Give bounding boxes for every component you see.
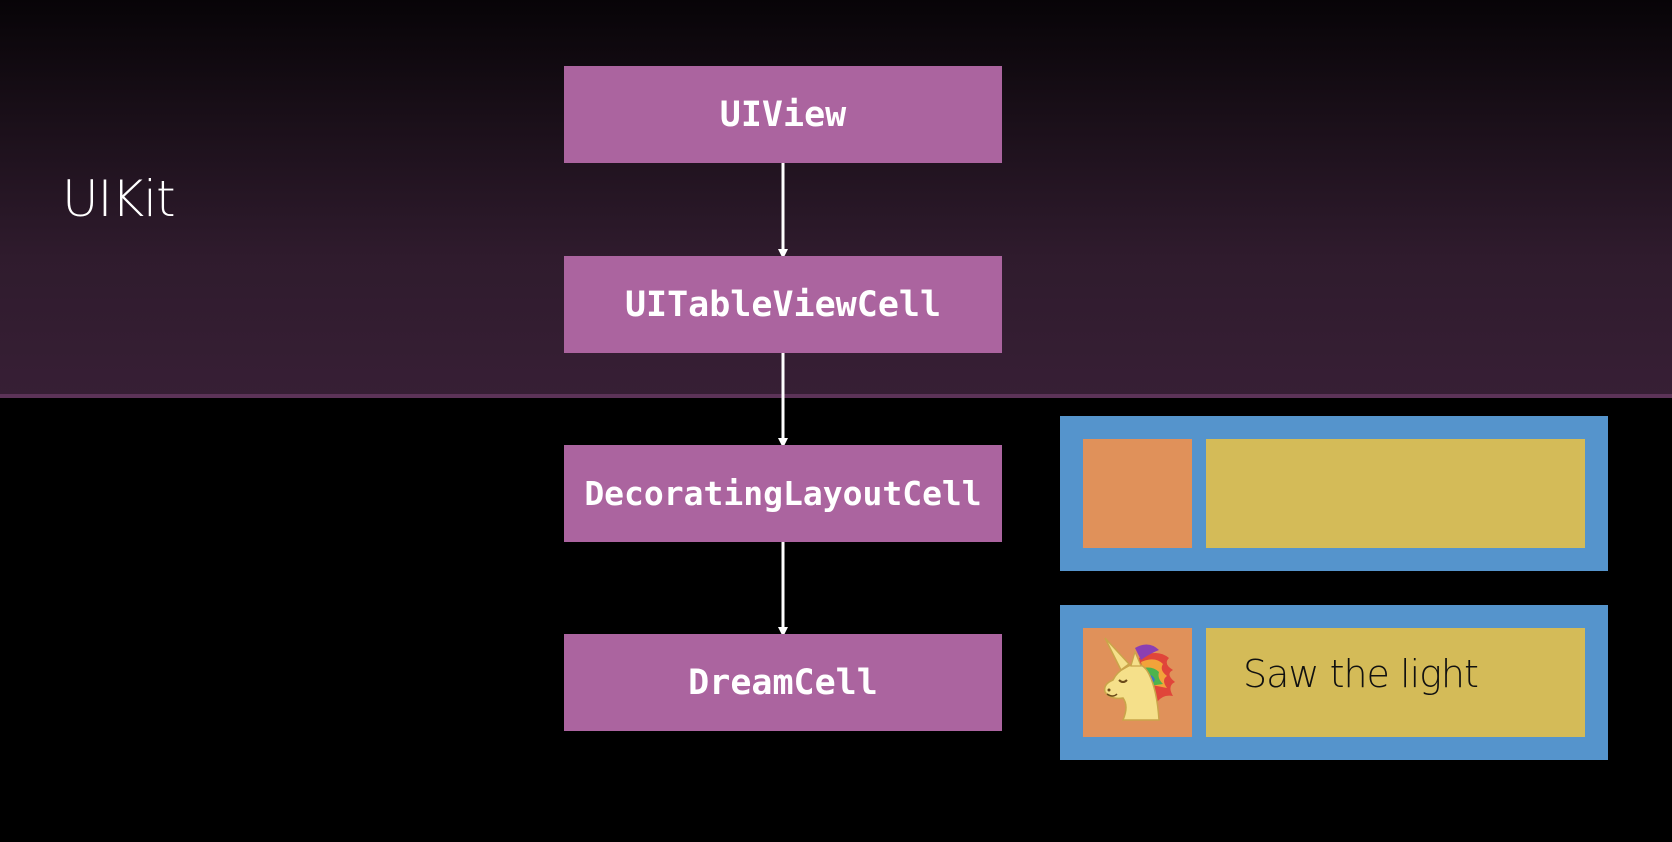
cell-text-label: Saw the light — [1243, 652, 1479, 696]
unicorn-icon — [1103, 637, 1175, 721]
class-box-decoratinglayoutcell: DecoratingLayoutCell — [564, 445, 1002, 542]
cell-image — [1083, 628, 1192, 737]
class-box-uitableviewcell: UITableViewCell — [564, 256, 1002, 353]
cell-text-placeholder — [1206, 439, 1585, 548]
uikit-divider — [0, 394, 1672, 398]
cell-populated: Saw the light — [1060, 605, 1608, 760]
uikit-label: UIKit — [62, 170, 176, 228]
cell-image-placeholder — [1083, 439, 1192, 548]
cell-layout-template — [1060, 416, 1608, 571]
class-box-dreamcell: DreamCell — [564, 634, 1002, 731]
cell-text: Saw the light — [1206, 628, 1585, 737]
class-box-uiview: UIView — [564, 66, 1002, 163]
